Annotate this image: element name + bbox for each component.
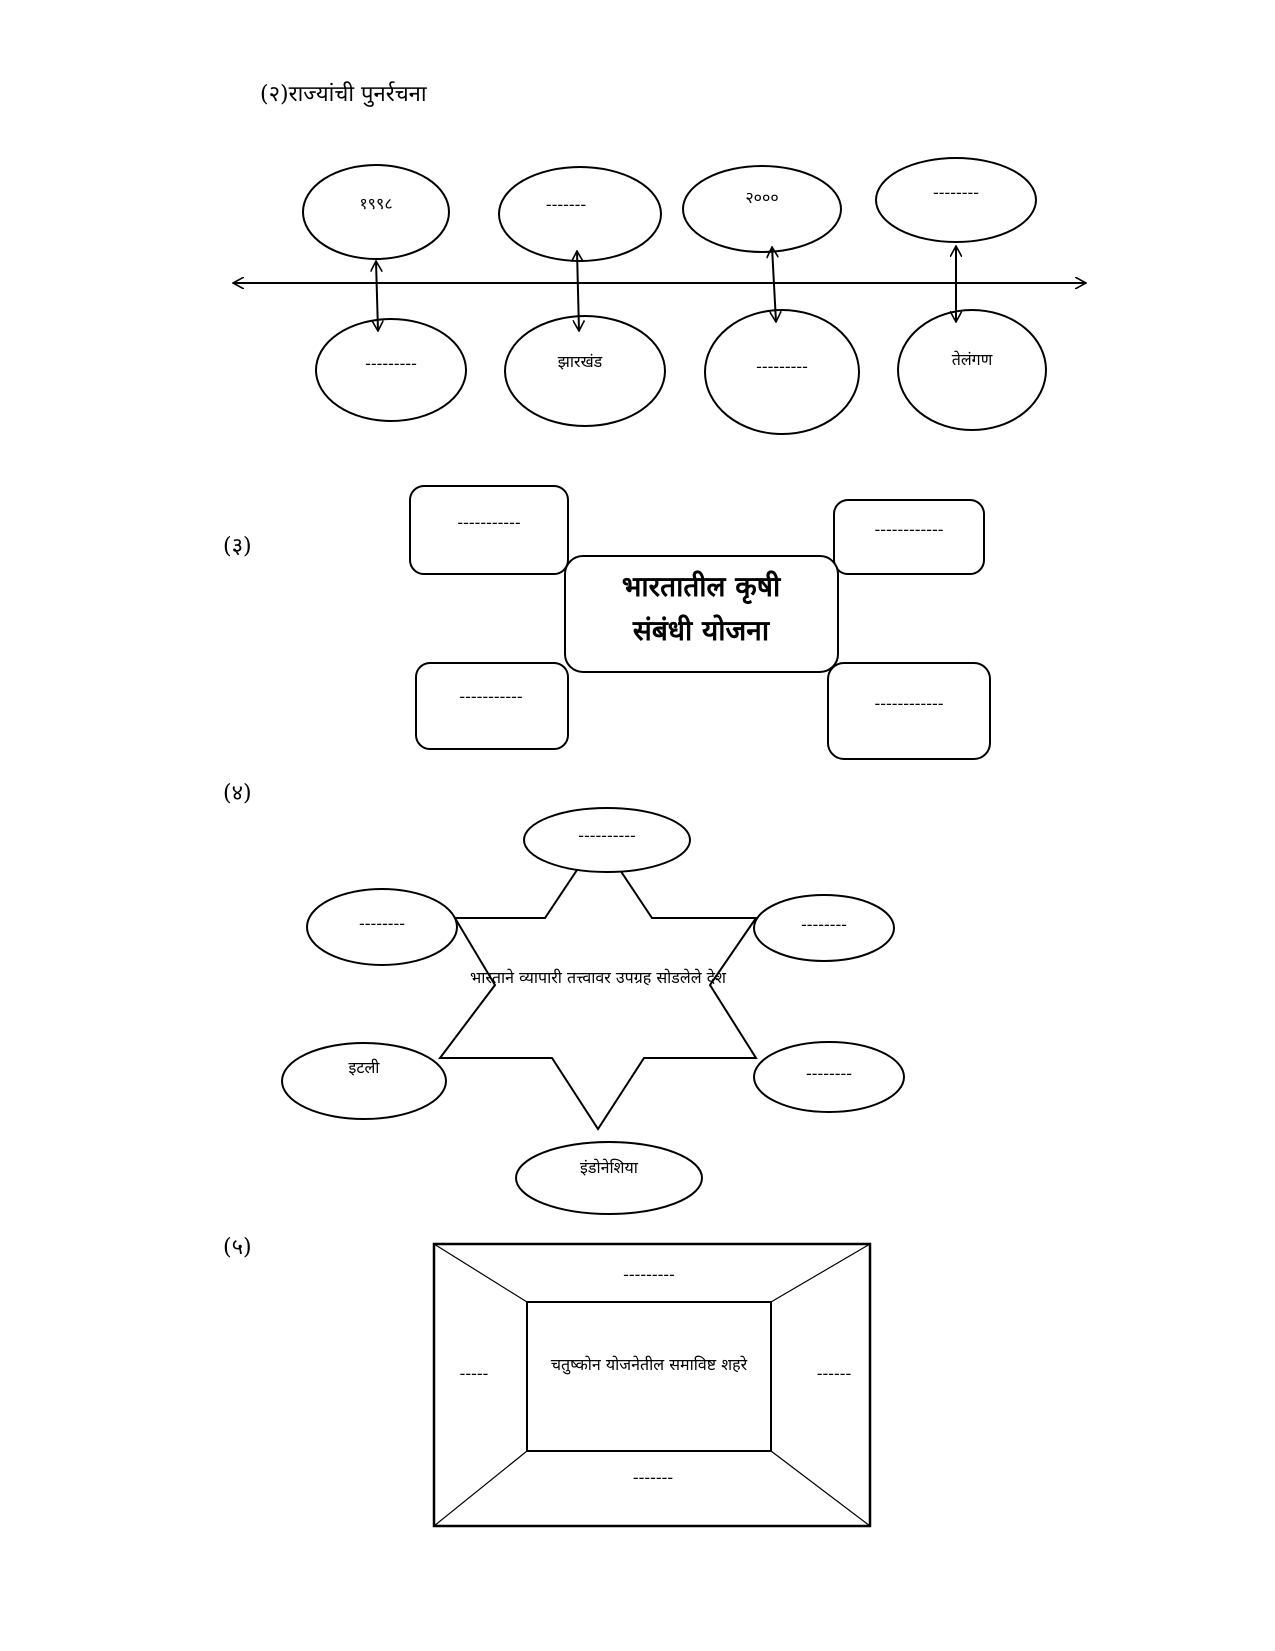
quadrilateral-right-label: ------ [817, 1364, 851, 1384]
timeline-connector-3 [772, 247, 776, 322]
agri-center-box: भारतातील कृषी संबंधी योजना [564, 555, 839, 673]
timeline-top-label-2: ------- [546, 195, 586, 215]
timeline-bottom-label-4: तेलंगण [952, 350, 993, 369]
satellite-oval-bottom-label: इंडोनेशिया [580, 1158, 639, 1177]
timeline-bottom-label-2: झारखंड [558, 352, 603, 371]
agri-center-line1: भारतातील कृषी [622, 570, 782, 604]
section4-number: (४) [223, 781, 252, 806]
timeline-top-oval-3: २००० [682, 165, 842, 253]
timeline-top-label-3: २००० [745, 188, 778, 207]
timeline-top-label-4: -------- [933, 183, 979, 203]
agri-box-top-left-label: ----------- [457, 513, 520, 533]
timeline-connector-1 [376, 261, 378, 331]
agri-box-bottom-right-label: ------------ [875, 694, 944, 714]
satellite-oval-upper-right-label: -------- [801, 915, 847, 935]
timeline-connector-2 [577, 251, 579, 331]
timeline-bottom-oval-3: --------- [704, 309, 860, 435]
agri-box-bottom-left-label: ----------- [459, 687, 522, 707]
timeline-bottom-label-1: --------- [365, 354, 417, 374]
timeline-bottom-oval-2: झारखंड [504, 315, 666, 427]
section5-number: (५) [223, 1235, 252, 1260]
satellite-oval-upper-left: -------- [306, 888, 458, 966]
quadrilateral-top-label: --------- [623, 1265, 675, 1285]
timeline-top-oval-2: ------- [498, 166, 662, 262]
satellite-oval-lower-right-label: -------- [806, 1064, 852, 1084]
timeline-top-oval-1: १९९८ [302, 164, 450, 260]
timeline-bottom-label-3: --------- [756, 357, 808, 377]
agri-box-bottom-right: ------------ [827, 662, 991, 760]
timeline-top-oval-4: -------- [875, 157, 1037, 243]
satellite-oval-lower-right: -------- [753, 1041, 905, 1113]
agri-box-bottom-left: ----------- [415, 662, 569, 750]
agri-box-top-right: ------------ [833, 499, 985, 575]
agri-center-line2: संबंधी योजना [632, 614, 771, 647]
timeline-bottom-oval-1: --------- [315, 318, 467, 422]
quadrilateral-left-label: ----- [460, 1364, 489, 1384]
satellite-oval-upper-right: -------- [753, 894, 895, 962]
quadrilateral-bottom-label: ------- [633, 1468, 673, 1488]
satellite-oval-lower-left: इटली [281, 1042, 447, 1120]
quadrilateral-center-label: चतुष्कोन योजनेतील समाविष्ट शहरे [551, 1355, 748, 1375]
agri-box-top-left: ----------- [409, 485, 569, 575]
satellite-oval-bottom: इंडोनेशिया [515, 1141, 703, 1215]
satellite-oval-top-label: ---------- [578, 826, 635, 846]
satellite-star-center-label: भारताने व्यापारी तत्त्वावर उपग्रह सोडलेल… [470, 968, 727, 987]
section2-heading: (२)राज्यांची पुनर्रचना [260, 81, 427, 107]
satellite-oval-upper-left-label: -------- [359, 914, 405, 934]
agri-box-top-right-label: ------------ [875, 520, 944, 540]
quadrilateral-frame [432, 1242, 872, 1528]
timeline-bottom-oval-4: तेलंगण [897, 309, 1047, 431]
timeline-top-label-1: १९९८ [359, 194, 392, 213]
satellite-oval-lower-left-label: इटली [349, 1058, 381, 1077]
satellite-star [437, 869, 758, 1131]
satellite-oval-top: ---------- [523, 807, 691, 873]
section3-number: (३) [223, 534, 252, 559]
